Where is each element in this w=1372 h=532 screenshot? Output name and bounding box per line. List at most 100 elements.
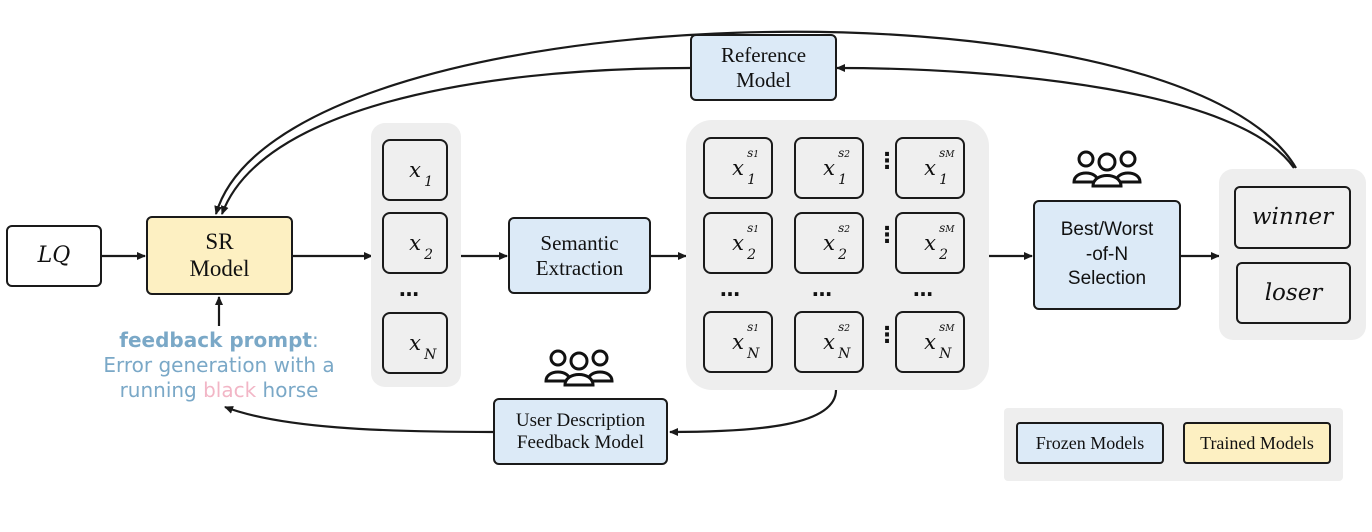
semantic-symbol: x	[732, 230, 744, 255]
reference-model-label-line1: Reference	[720, 43, 807, 68]
feedback-prompt-highlight: black	[203, 378, 257, 402]
semantic-row-subscript: N	[838, 345, 851, 362]
feedback-prompt: feedback prompt: Error generation with a…	[96, 328, 342, 403]
semantic-column-index: 2	[844, 149, 850, 160]
lq-label: LQ	[37, 243, 71, 269]
reference-model-label-line2: Model	[736, 67, 791, 92]
semantic-row-subscript: 2	[838, 246, 847, 263]
arrow-outcome-to-reference	[836, 64, 1295, 169]
selection-box: Best/Worst -of-N Selection	[1033, 200, 1181, 310]
semantic-sup-symbol: s	[747, 145, 754, 160]
semantic-row-subscript: N	[747, 345, 760, 362]
loser-box: loser	[1236, 262, 1351, 324]
semantic-row-subscript: N	[939, 345, 952, 362]
reference-model-box: Reference Model	[690, 34, 837, 101]
sr-model-label-line1: SR	[205, 229, 234, 255]
arrow-outcome-to-sr	[214, 30, 1297, 215]
semantic-symbol: x	[924, 230, 936, 255]
selection-label-line1: Best/Worst	[1060, 218, 1154, 240]
semantic-sup-symbol: s	[838, 220, 845, 235]
sample-subscript: 1	[424, 173, 433, 190]
sample-symbol: x	[409, 157, 421, 182]
feedback-prompt-line3-post: horse	[256, 378, 319, 402]
semantic-superscript: sM	[939, 220, 955, 236]
semantic-ellipsis: …	[913, 277, 934, 301]
sample-ellipsis: …	[399, 277, 420, 301]
semantic-row-subscript: 2	[939, 246, 948, 263]
winner-label: winner	[1251, 204, 1334, 231]
semantic-extraction-label-line1: Semantic	[540, 231, 619, 256]
selection-label-line3: Selection	[1067, 268, 1147, 290]
semantic-sup-symbol: s	[939, 319, 946, 334]
semantic-column-index: 1	[753, 323, 759, 334]
semantic-superscript: s2	[838, 319, 850, 335]
semantic-sup-symbol: s	[747, 319, 754, 334]
semantic-sup-symbol: s	[838, 145, 845, 160]
feedback-model-label-line1: User Description	[515, 409, 646, 431]
semantic-symbol: x	[823, 329, 835, 354]
sr-model-box: SR Model	[146, 216, 293, 295]
semantic-row-subscript: 2	[747, 246, 756, 263]
semantic-superscript: s1	[747, 145, 759, 161]
legend-frozen-label: Frozen Models	[1035, 432, 1145, 453]
sample-subscript: N	[424, 346, 437, 363]
lq-input-box: LQ	[6, 225, 102, 287]
users-group-icon	[544, 349, 614, 387]
semantic-column-index: M	[945, 224, 955, 235]
semantic-column-index: M	[945, 323, 955, 334]
semantic-superscript: sM	[939, 145, 955, 161]
semantic-column-index: M	[945, 149, 955, 160]
feedback-prompt-label: feedback prompt	[119, 328, 312, 352]
semantic-ellipsis: …	[720, 277, 741, 301]
loser-label: loser	[1264, 279, 1323, 306]
semantic-symbol: x	[924, 155, 936, 180]
semantic-ellipsis: …	[812, 277, 833, 301]
legend-frozen: Frozen Models	[1016, 422, 1164, 464]
legend-trained: Trained Models	[1183, 422, 1331, 464]
feedback-model-box: User Description Feedback Model	[493, 398, 668, 465]
semantic-symbol: x	[732, 329, 744, 354]
feedback-model-label-line2: Feedback Model	[516, 431, 645, 453]
selection-label-line2: -of-N	[1085, 243, 1129, 265]
feedback-prompt-line3-pre: running	[119, 378, 204, 402]
semantic-superscript: s2	[838, 145, 850, 161]
arrow-reference-to-sr	[220, 66, 691, 215]
semantic-sup-symbol: s	[838, 319, 845, 334]
semantic-extraction-box: Semantic Extraction	[508, 217, 651, 294]
semantic-column-index: 2	[844, 323, 850, 334]
semantic-superscript: s2	[838, 220, 850, 236]
feedback-prompt-colon: :	[311, 328, 319, 352]
semantic-sup-symbol: s	[939, 220, 946, 235]
semantic-symbol: x	[732, 155, 744, 180]
semantic-column-index: 1	[753, 149, 759, 160]
semantic-row-subscript: 1	[747, 171, 756, 188]
legend-trained-label: Trained Models	[1200, 432, 1314, 453]
semantic-superscript: s1	[747, 220, 759, 236]
feedback-prompt-line2: Error generation with a	[103, 353, 335, 377]
semantic-sup-symbol: s	[747, 220, 754, 235]
semantic-superscript: s1	[747, 319, 759, 335]
semantic-row-subscript: 1	[939, 171, 948, 188]
semantic-sup-symbol: s	[939, 145, 946, 160]
sample-subscript: 2	[424, 246, 433, 263]
